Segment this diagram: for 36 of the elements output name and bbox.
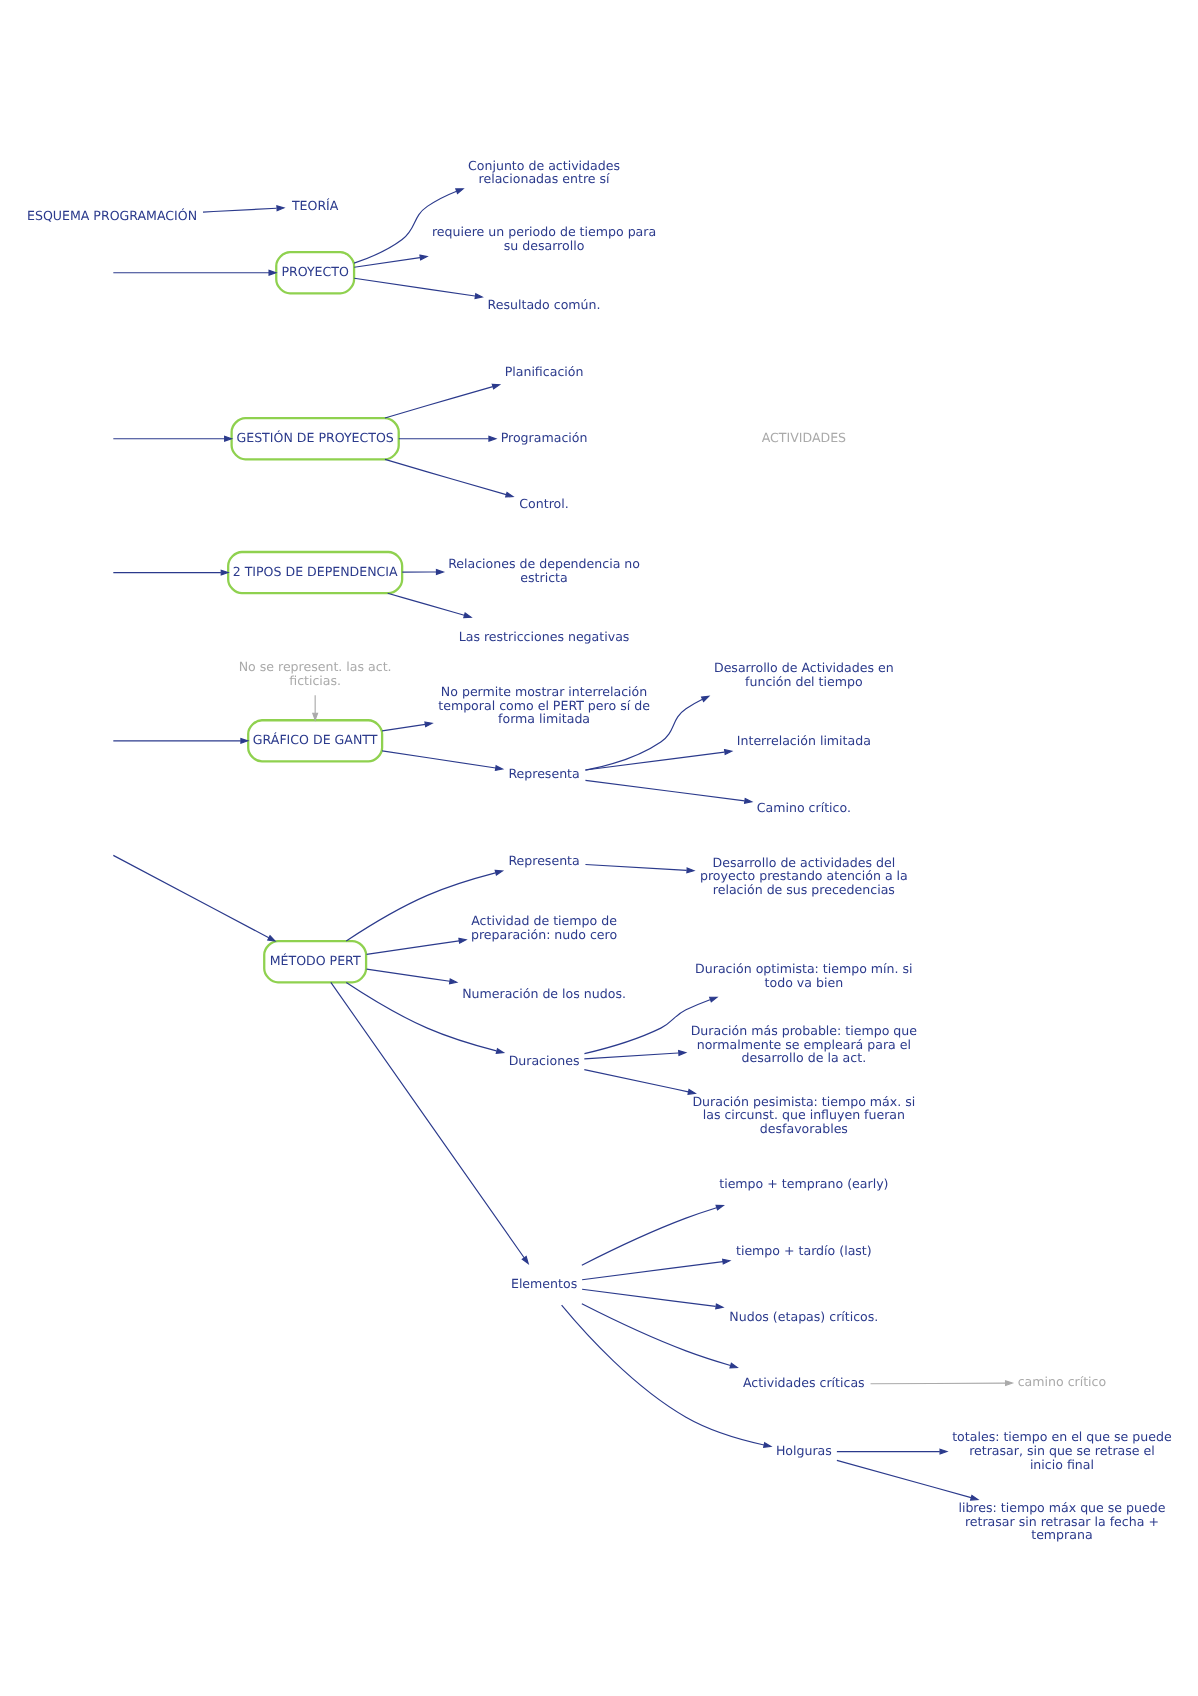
arrow: [836, 1458, 980, 1500]
arrow: [581, 1257, 732, 1280]
arrow: [581, 1287, 725, 1309]
arrow: [387, 591, 473, 618]
arrow: [384, 457, 515, 497]
arrow: [583, 1048, 688, 1059]
arrow: [353, 187, 465, 263]
arrow: [345, 981, 506, 1053]
arrow: [581, 1203, 725, 1265]
arrow: [583, 1068, 697, 1094]
arrow: [330, 980, 530, 1264]
arrow: [112, 568, 230, 575]
arrow: [366, 936, 468, 954]
arrow: [202, 204, 286, 212]
arrow: [584, 747, 734, 770]
arrow: [584, 694, 711, 770]
arrow: [583, 995, 719, 1054]
arrow: [112, 434, 234, 441]
arrow: [384, 382, 502, 418]
arrow: [398, 434, 498, 441]
arrow: [584, 862, 696, 873]
arrow: [381, 720, 434, 731]
arrow: [112, 853, 277, 941]
arrow: [581, 1302, 739, 1368]
arrow: [584, 778, 754, 804]
arrow: [836, 1447, 949, 1454]
arrow: [353, 276, 484, 299]
arrow: [345, 868, 505, 941]
arrow: [366, 967, 459, 984]
arrow: [353, 253, 429, 267]
arrow: [561, 1303, 773, 1447]
arrow: [381, 749, 505, 771]
arrow: [112, 736, 250, 744]
arrow: [869, 1378, 1015, 1386]
arrow: [112, 268, 278, 275]
arrow: [401, 567, 446, 575]
